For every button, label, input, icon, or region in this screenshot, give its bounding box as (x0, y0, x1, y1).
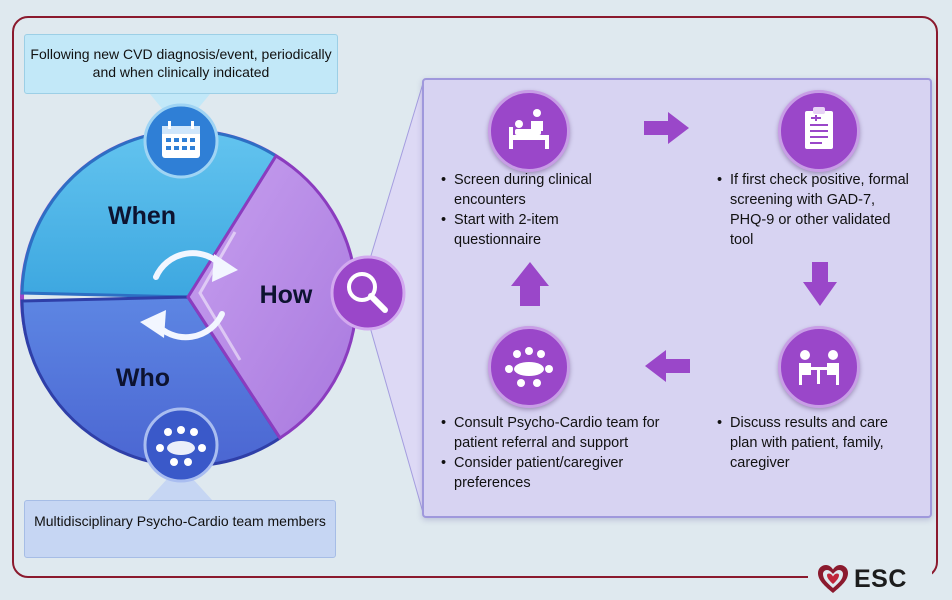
infographic-frame (12, 16, 938, 578)
esc-logo: ESC (816, 562, 934, 596)
when-label: When (108, 202, 176, 230)
magnifier-icon (330, 255, 406, 331)
formal-step-item: If first check positive, formal screenin… (717, 170, 912, 250)
discuss-step-item: Discuss results and care plan with patie… (717, 413, 917, 473)
who-callout-text: Multidisciplinary Psycho-Cardio team mem… (34, 513, 326, 529)
cycle-arrowhead-left (140, 310, 166, 338)
consult-step-item: Consider patient/caregiver preferences (441, 453, 666, 493)
when-callout-text: Following new CVD diagnosis/event, perio… (30, 46, 332, 80)
screen-step-item: Screen during clinical encounters (441, 170, 631, 210)
consult-step-item: Consult Psycho-Cardio team for patient r… (441, 413, 666, 453)
consult-step: Consult Psycho-Cardio team for patient r… (441, 413, 666, 493)
patient-bed-icon (488, 90, 570, 172)
clipboard-icon (778, 90, 860, 172)
consultation-icon (778, 326, 860, 408)
screen-step-item: Start with 2-item questionnaire (441, 210, 631, 250)
who-label: Who (116, 364, 170, 392)
who-callout-pointer (148, 478, 212, 500)
cycle-arrowhead-right (212, 254, 238, 282)
team-meeting-icon (143, 407, 219, 483)
when-callout: Following new CVD diagnosis/event, perio… (24, 34, 338, 94)
how-notch-highlight (198, 231, 242, 361)
how-label: How (260, 281, 313, 309)
formal-screening-step: If first check positive, formal screenin… (717, 170, 912, 250)
heart-logo-icon (818, 565, 848, 593)
team-meeting-icon (488, 326, 570, 408)
discuss-step: Discuss results and care plan with patie… (717, 413, 917, 473)
screen-step: Screen during clinical encounters Start … (441, 170, 631, 250)
who-callout: Multidisciplinary Psycho-Cardio team mem… (24, 500, 336, 558)
logo-text: ESC (854, 564, 907, 593)
calendar-icon (143, 103, 219, 179)
